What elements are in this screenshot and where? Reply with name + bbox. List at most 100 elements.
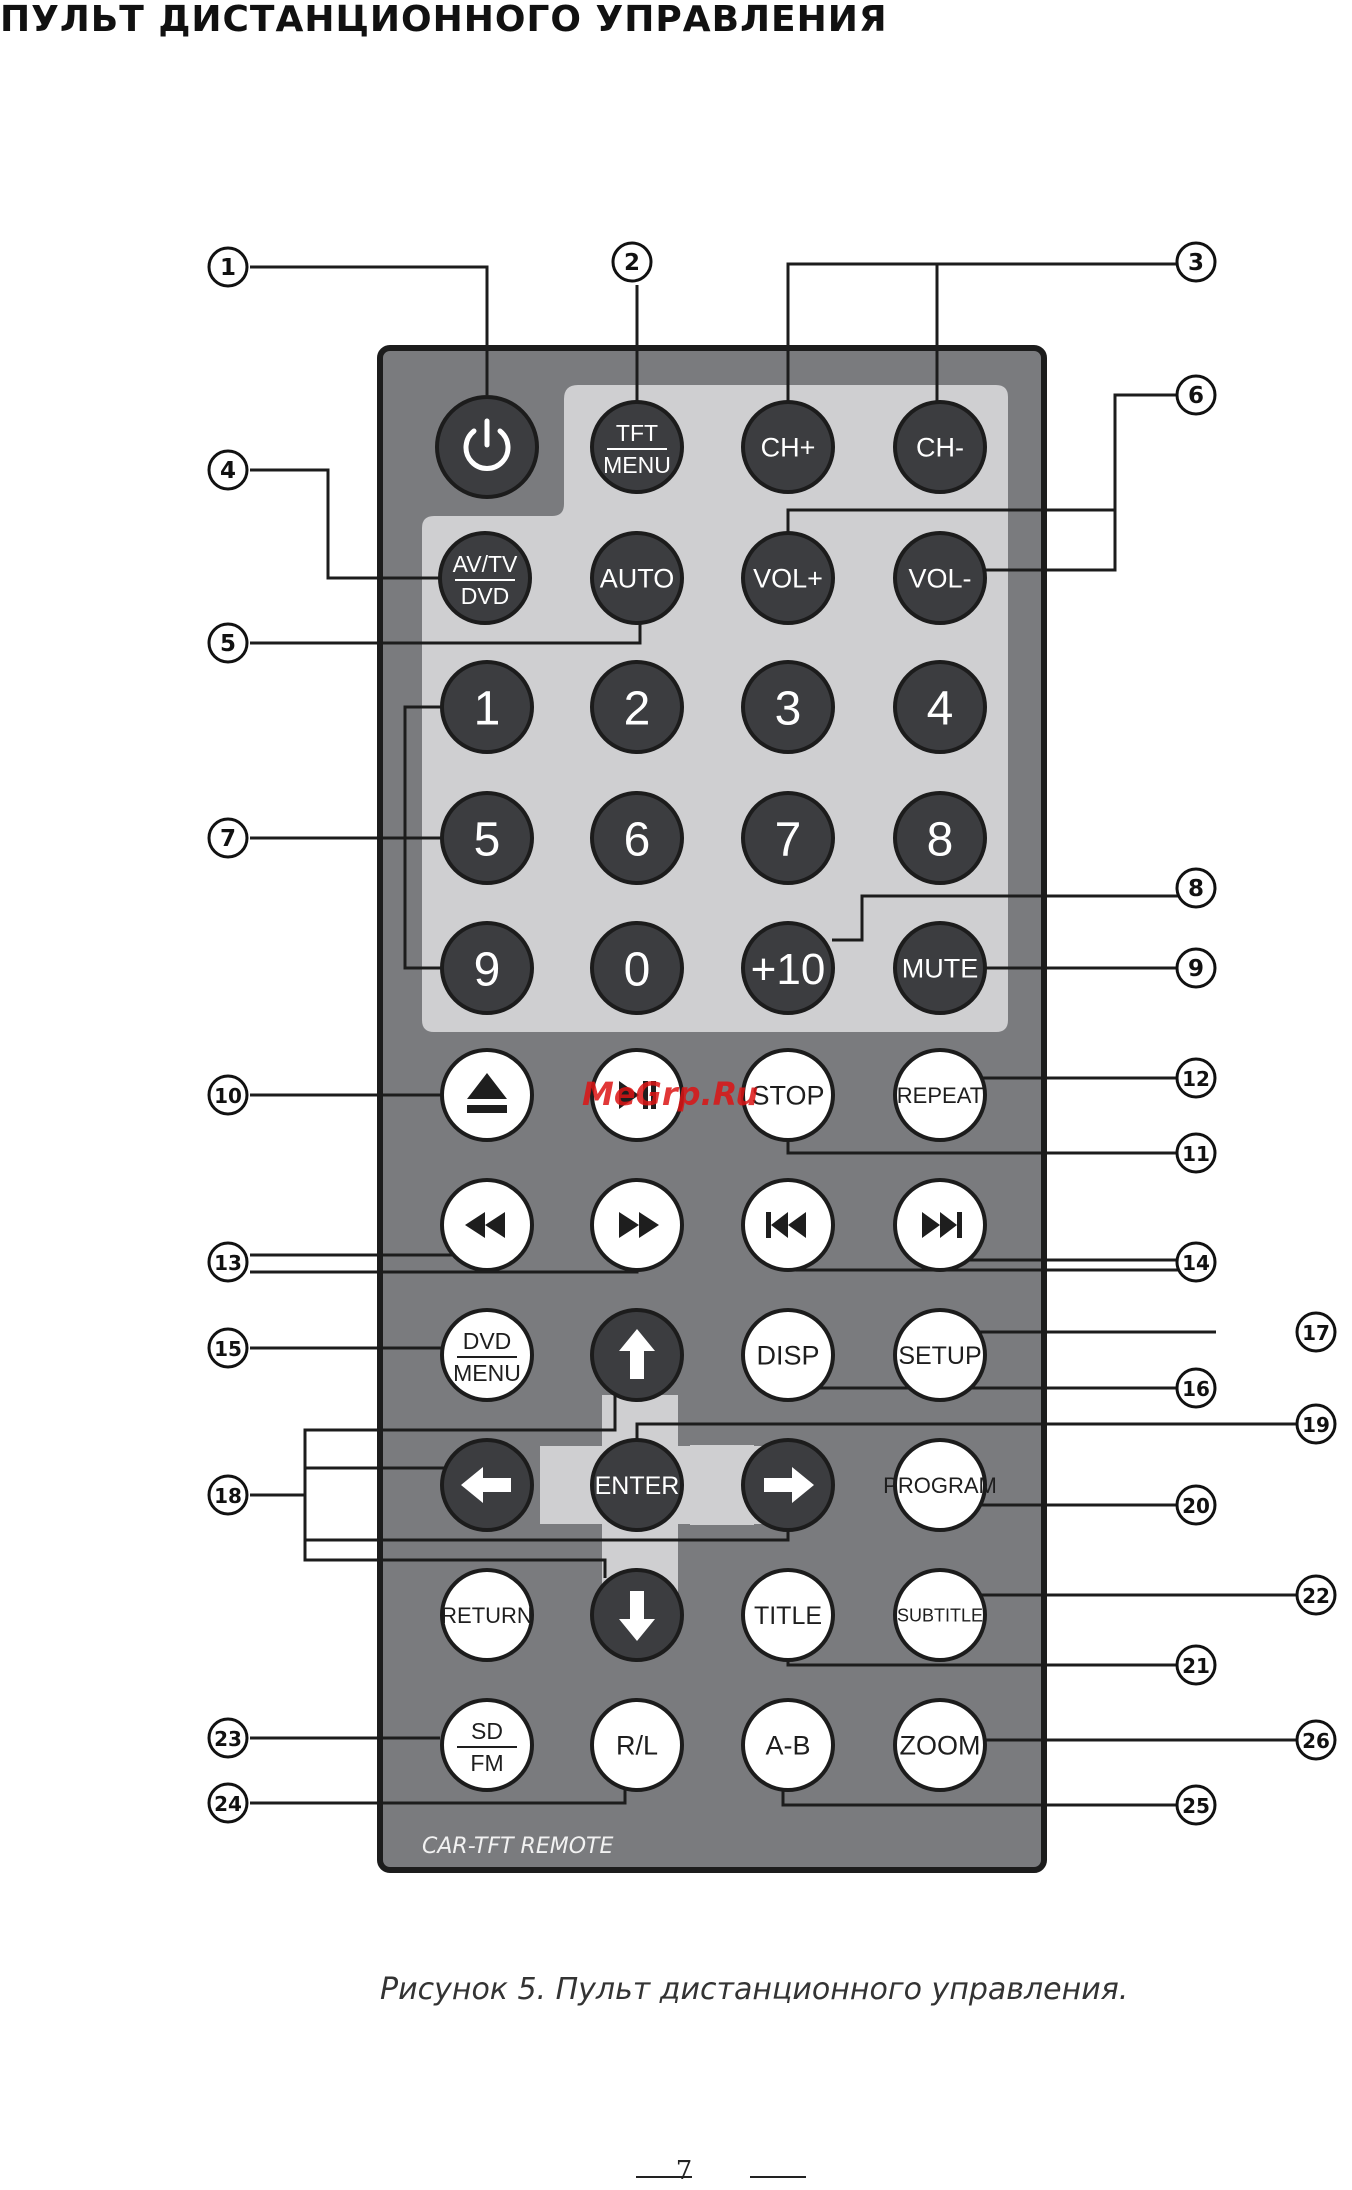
callout-2: 2 <box>611 241 653 283</box>
svg-text:19: 19 <box>1302 1413 1330 1437</box>
play-pause-button[interactable] <box>590 1048 684 1142</box>
ab-button[interactable]: A-B <box>741 1698 835 1792</box>
svg-text:12: 12 <box>1182 1067 1210 1091</box>
setup-button[interactable]: SETUP <box>893 1308 987 1402</box>
fast-forward-button[interactable] <box>590 1178 684 1272</box>
stop-button[interactable]: STOP <box>741 1048 835 1142</box>
eject-button[interactable] <box>440 1048 534 1142</box>
num-9-button[interactable]: 9 <box>440 921 534 1015</box>
svg-text:15: 15 <box>214 1337 242 1361</box>
play-pause-icon <box>619 1081 656 1109</box>
svg-text:24: 24 <box>214 1792 242 1816</box>
av-tv-dvd-label-top: AV/TV <box>453 551 518 577</box>
ab-label: A-B <box>765 1731 810 1761</box>
keypad-panel <box>422 385 1008 1032</box>
title-button[interactable]: TITLE <box>741 1568 835 1662</box>
num-9-label: 9 <box>474 943 501 996</box>
vol-plus-button[interactable]: VOL+ <box>741 531 835 625</box>
dvd-menu-label-top: DVD <box>463 1328 512 1354</box>
plus10-button[interactable]: +10 <box>741 921 835 1015</box>
vol-minus-button[interactable]: VOL- <box>893 531 987 625</box>
num-2-label: 2 <box>624 682 651 735</box>
callout-10: 10 <box>207 1074 249 1116</box>
tft-menu-button[interactable]: TFT MENU <box>590 400 684 494</box>
num-4-button[interactable]: 4 <box>893 660 987 754</box>
dvd-menu-label-bottom: MENU <box>453 1360 521 1386</box>
svg-text:20: 20 <box>1182 1494 1210 1518</box>
num-8-label: 8 <box>927 813 954 866</box>
svg-text:11: 11 <box>1182 1142 1210 1166</box>
left-button[interactable] <box>440 1438 534 1532</box>
num-3-label: 3 <box>775 682 802 735</box>
callout-7: 7 <box>207 817 249 859</box>
callout-24: 24 <box>207 1782 249 1824</box>
num-6-button[interactable]: 6 <box>590 791 684 885</box>
zoom-button[interactable]: ZOOM <box>893 1698 987 1792</box>
num-0-button[interactable]: 0 <box>590 921 684 1015</box>
disp-button[interactable]: DISP <box>741 1308 835 1402</box>
subtitle-label: SUBTITLE <box>897 1605 983 1625</box>
page-number-rule-left <box>636 2176 692 2178</box>
callout-16: 16 <box>1175 1367 1217 1409</box>
svg-text:1: 1 <box>220 255 236 281</box>
callout-9: 9 <box>1175 947 1217 989</box>
mute-label: MUTE <box>902 954 979 984</box>
arrow-left-icon <box>461 1467 511 1503</box>
ch-plus-label: CH+ <box>761 433 816 463</box>
num-3-button[interactable]: 3 <box>741 660 835 754</box>
program-button[interactable]: PROGRAM <box>883 1438 997 1532</box>
auto-button[interactable]: AUTO <box>590 531 684 625</box>
callout-22: 22 <box>1295 1574 1337 1616</box>
callout-3: 3 <box>1175 241 1217 283</box>
figure-caption: Рисунок 5. Пульт дистанционного управлен… <box>380 1972 1129 2007</box>
num-1-button[interactable]: 1 <box>440 660 534 754</box>
prev-button[interactable] <box>741 1178 835 1272</box>
tft-menu-label-top: TFT <box>616 420 658 446</box>
svg-text:26: 26 <box>1302 1729 1330 1753</box>
sd-fm-button[interactable]: SD FM <box>440 1698 534 1792</box>
ch-plus-button[interactable]: CH+ <box>741 400 835 494</box>
ch-minus-button[interactable]: CH- <box>893 400 987 494</box>
rl-label: R/L <box>616 1731 658 1761</box>
svg-text:10: 10 <box>214 1084 242 1108</box>
page-heading: ПУЛЬТ ДИСТАНЦИОННОГО УПРАВЛЕНИЯ <box>0 0 888 40</box>
mute-button[interactable]: MUTE <box>893 921 987 1015</box>
callout-25: 25 <box>1175 1784 1217 1826</box>
next-track-icon <box>922 1212 962 1238</box>
sd-fm-label-bottom: FM <box>470 1750 503 1776</box>
svg-text:17: 17 <box>1302 1321 1330 1345</box>
rewind-button[interactable] <box>440 1178 534 1272</box>
svg-text:2: 2 <box>624 250 640 276</box>
title-label: TITLE <box>754 1602 822 1630</box>
setup-label: SETUP <box>898 1342 981 1370</box>
power-icon <box>463 418 511 471</box>
num-7-button[interactable]: 7 <box>741 791 835 885</box>
num-8-button[interactable]: 8 <box>893 791 987 885</box>
callout-14: 14 <box>1175 1241 1217 1283</box>
num-5-label: 5 <box>474 813 501 866</box>
up-button[interactable] <box>590 1308 684 1402</box>
sd-fm-label-top: SD <box>471 1718 503 1744</box>
rl-button[interactable]: R/L <box>590 1698 684 1792</box>
down-button[interactable] <box>590 1568 684 1662</box>
callout-1: 1 <box>207 246 249 288</box>
return-button[interactable]: RETURN <box>440 1568 534 1662</box>
next-button[interactable] <box>893 1178 987 1272</box>
tft-menu-label-bottom: MENU <box>603 452 671 478</box>
callout-5: 5 <box>207 622 249 664</box>
power-button[interactable] <box>435 395 539 499</box>
dvd-menu-button[interactable]: DVD MENU <box>440 1308 534 1402</box>
rewind-icon <box>465 1212 505 1238</box>
repeat-button[interactable]: REPEAT <box>893 1048 987 1142</box>
num-1-label: 1 <box>474 682 501 735</box>
enter-button[interactable]: ENTER <box>590 1438 684 1532</box>
right-button[interactable] <box>741 1438 835 1532</box>
svg-text:9: 9 <box>1188 956 1204 982</box>
subtitle-button[interactable]: SUBTITLE <box>893 1568 987 1662</box>
arrow-down-icon <box>619 1591 655 1641</box>
page-number-rule-right <box>750 2176 806 2178</box>
leader-lines <box>250 262 1310 1807</box>
num-5-button[interactable]: 5 <box>440 791 534 885</box>
num-2-button[interactable]: 2 <box>590 660 684 754</box>
